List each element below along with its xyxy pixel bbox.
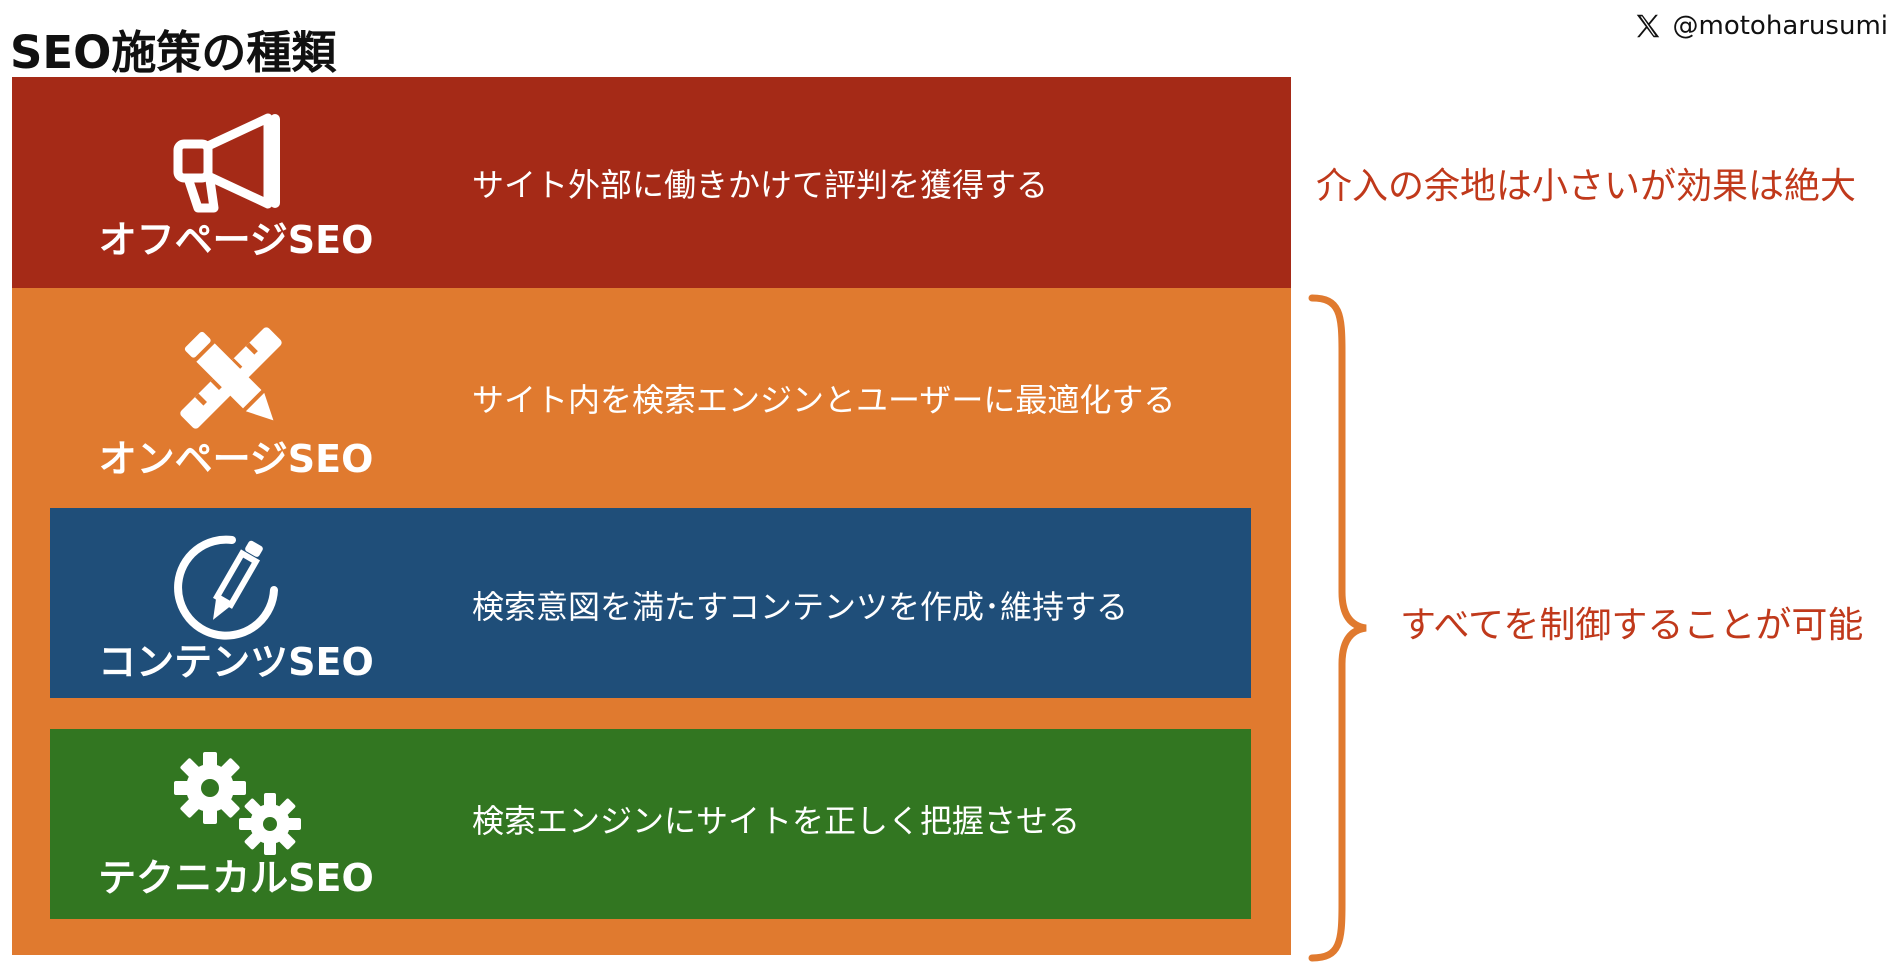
x-logo-icon xyxy=(1636,14,1659,38)
offpage-note: 介入の余地は小さいが効果は絶大 xyxy=(1316,166,1857,207)
onpage-note: すべてを制御することが可能 xyxy=(1400,605,1864,646)
content-seo-band xyxy=(50,508,1251,698)
gears-icon xyxy=(174,752,301,855)
onpage-seo-label: オンページSEO xyxy=(98,437,374,481)
megaphone-icon xyxy=(173,113,280,213)
content-seo-description: 検索意図を満たすコンテンツを作成･維持する xyxy=(472,588,1129,626)
offpage-seo-label: オフページSEO xyxy=(98,218,374,262)
pencil-ruler-icon xyxy=(180,327,282,429)
offpage-seo-description: サイト外部に働きかけて評判を獲得する xyxy=(472,166,1049,204)
page-title: SEO施策の種類 xyxy=(10,26,337,79)
author-handle: @motoharusumi xyxy=(1633,6,1889,46)
curly-brace-icon xyxy=(1308,294,1367,962)
technical-seo-label: テクニカルSEO xyxy=(98,856,374,900)
onpage-seo-description: サイト内を検索エンジンとユーザーに最適化する xyxy=(472,381,1176,419)
technical-seo-description: 検索エンジンにサイトを正しく把握させる xyxy=(472,802,1081,840)
content-seo-label: コンテンツSEO xyxy=(98,640,374,684)
handle-text: @motoharusumi xyxy=(1672,11,1889,41)
edit-circle-icon xyxy=(174,535,278,640)
